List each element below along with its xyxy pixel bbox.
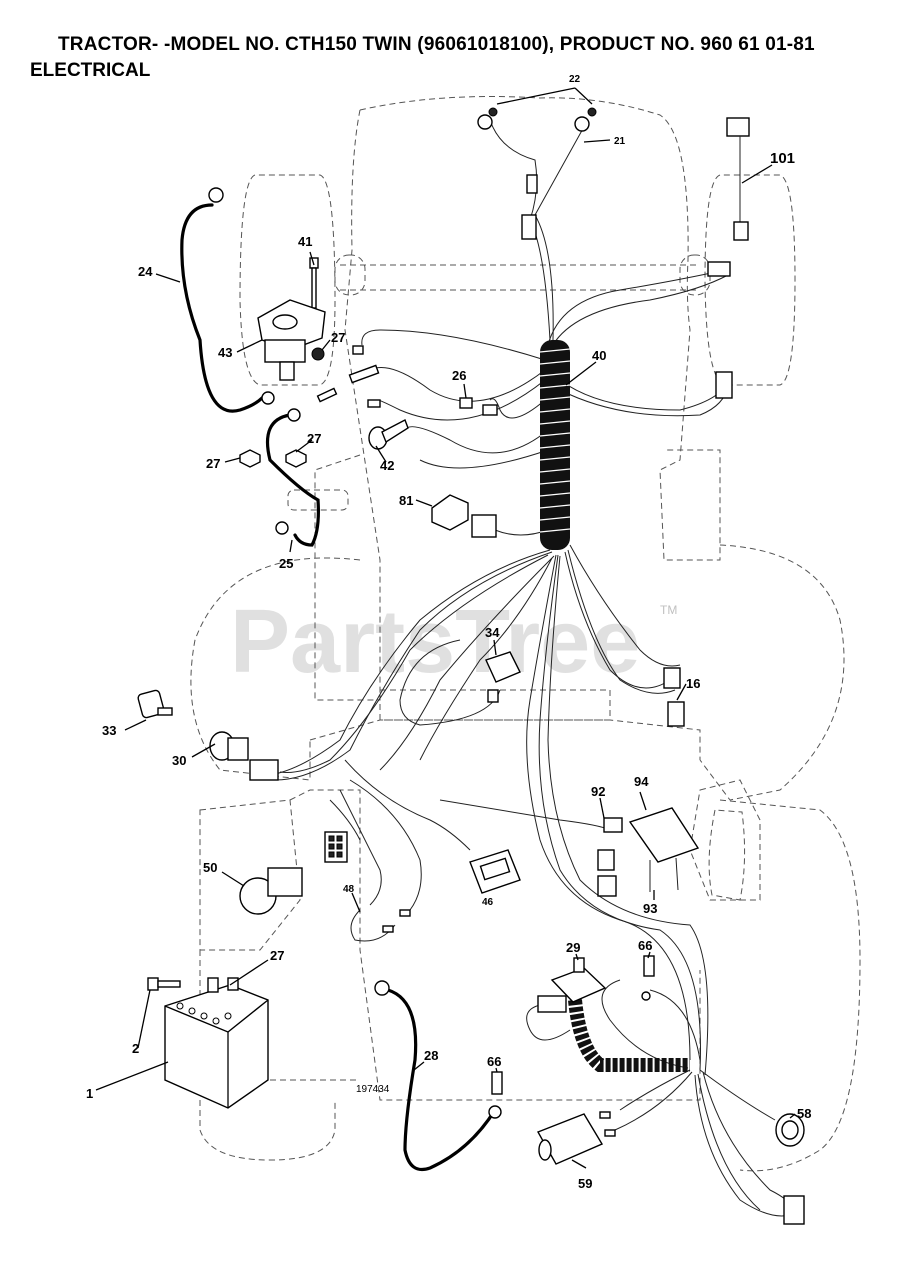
callout-leaders	[95, 87, 796, 1169]
connector-16	[663, 667, 685, 727]
callout-1: 1	[86, 1086, 93, 1101]
ring-terminal-24	[208, 187, 224, 203]
seat-switch-group	[597, 807, 700, 897]
callout-27-c: 27	[307, 431, 321, 446]
harness-wires	[269, 119, 796, 1217]
callout-27-d: 27	[270, 948, 284, 963]
cable-24	[180, 203, 264, 413]
harness-48	[350, 909, 411, 942]
key-33	[137, 689, 173, 719]
bolt-solenoid-a	[316, 387, 338, 403]
solenoid-43	[257, 299, 326, 381]
cable-28	[386, 988, 497, 1172]
ring-terminal-25b	[275, 521, 289, 535]
ring-terminal-24b	[261, 391, 275, 405]
callout-48: 48	[343, 884, 355, 895]
callout-42: 42	[380, 458, 394, 473]
switch-29	[537, 957, 607, 1013]
callout-16: 16	[686, 676, 700, 691]
callout-26: 26	[452, 368, 466, 383]
harness-conduit	[539, 340, 690, 1072]
callout-25: 25	[279, 556, 293, 571]
pto-knob-50	[239, 867, 303, 915]
hour-meter-46	[469, 849, 521, 894]
callout-58: 58	[797, 1106, 811, 1121]
screw-66-lower	[491, 1071, 503, 1095]
connector-26b	[482, 404, 498, 416]
tractor-outline	[190, 96, 861, 1172]
cable-25	[265, 413, 320, 547]
nut-27-left	[239, 449, 261, 468]
callout-24: 24	[138, 264, 153, 279]
callout-43: 43	[218, 345, 232, 360]
callouts: 22 21 101 24 41 43 27 27 27 25 26 40 42 …	[86, 74, 811, 1191]
callout-21: 21	[614, 136, 626, 147]
callout-92: 92	[591, 784, 605, 799]
harness-101	[707, 117, 750, 399]
ring-terminal-28	[374, 980, 390, 996]
callout-33: 33	[102, 723, 116, 738]
callout-81: 81	[399, 493, 413, 508]
bolt-41	[309, 257, 319, 309]
battery-1	[147, 977, 269, 1109]
page-title: TRACTOR- -MODEL NO. CTH150 TWIN (9606101…	[58, 34, 815, 55]
ignition-switch-30	[209, 731, 279, 781]
callout-66-a: 66	[638, 938, 652, 953]
bolt-2	[147, 977, 159, 991]
callout-46: 46	[482, 897, 494, 908]
watermark-trademark: TM	[660, 603, 677, 617]
nut-27-right	[285, 449, 307, 468]
callout-50: 50	[203, 860, 217, 875]
callout-27-a: 27	[331, 330, 345, 345]
connector-58	[775, 1113, 805, 1225]
connector-8pin	[324, 831, 348, 863]
callout-30: 30	[172, 753, 186, 768]
callout-101: 101	[770, 150, 795, 167]
callout-94: 94	[634, 774, 649, 789]
callout-93: 93	[643, 901, 657, 916]
watermark: PartsTree	[230, 592, 640, 692]
callout-66-b: 66	[487, 1054, 501, 1069]
battery-cables	[180, 203, 497, 1172]
callout-40: 40	[592, 348, 606, 363]
callout-34: 34	[485, 625, 500, 640]
regulator-59	[536, 1111, 616, 1165]
strap-42	[368, 419, 409, 450]
callout-28: 28	[424, 1048, 438, 1063]
callout-22: 22	[569, 74, 581, 85]
fuse-holder	[348, 364, 380, 384]
terminal-small-b	[367, 399, 381, 408]
ring-terminal-25	[287, 408, 301, 422]
terminal-small	[352, 345, 364, 355]
callout-2: 2	[132, 1041, 139, 1056]
callout-59: 59	[578, 1176, 592, 1191]
ring-terminal-28b	[488, 1105, 502, 1119]
section-title: ELECTRICAL	[30, 60, 151, 81]
drawing-number: 197434	[356, 1084, 390, 1095]
relay-81	[431, 494, 497, 538]
ring-terminal-66	[641, 991, 651, 1001]
callout-41: 41	[298, 234, 312, 249]
connector-26a	[459, 397, 473, 409]
callout-27-b: 27	[206, 456, 220, 471]
switch-34	[485, 651, 521, 703]
screw-66-upper	[643, 955, 655, 977]
headlights-22	[477, 107, 597, 240]
callout-29: 29	[566, 940, 580, 955]
